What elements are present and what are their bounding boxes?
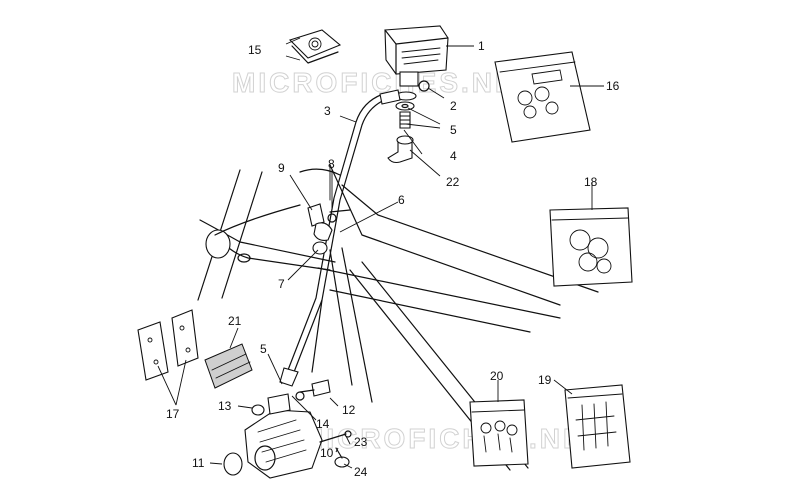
watermark: MICROFICHES.NET MICROFICHES.NET [232, 67, 605, 455]
callouts: 1 2 3 4 5 5 6 7 8 9 10 11 12 13 14 15 16… [166, 39, 620, 479]
callout-1: 1 [478, 39, 485, 53]
part-19-pin-kit-bag [564, 384, 631, 469]
callout-14: 14 [316, 417, 330, 431]
watermark-bottom: MICROFICHES.NET [300, 423, 605, 454]
callout-13: 13 [218, 399, 232, 413]
callout-11: 11 [192, 456, 205, 470]
callout-6: 6 [398, 193, 405, 207]
part-12-bolt [295, 379, 331, 401]
callout-23: 23 [354, 435, 368, 449]
callout-5a: 5 [450, 123, 457, 137]
callout-12: 12 [342, 403, 356, 417]
callout-21: 21 [228, 314, 242, 328]
leader-lines [157, 37, 604, 469]
callout-4: 4 [450, 149, 457, 163]
callout-10: 10 [320, 446, 334, 460]
part-caliper [244, 393, 323, 479]
callout-18: 18 [584, 175, 598, 189]
part-6-9-hose-clamp [307, 167, 351, 255]
callout-24: 24 [354, 465, 368, 479]
part-3-brake-hose [279, 89, 401, 387]
part-21-brake-pad [204, 343, 253, 389]
part-1-master-cylinder [384, 25, 449, 92]
callout-7: 7 [278, 277, 285, 291]
callout-16: 16 [606, 79, 620, 93]
part-22-dust-cap [387, 135, 414, 164]
callout-8: 8 [328, 157, 335, 171]
part-11-plug [223, 452, 243, 476]
callout-17: 17 [166, 407, 180, 421]
part-17-pad-shims [137, 309, 199, 381]
part-20-bolt-kit-bag [469, 399, 529, 467]
callout-22: 22 [446, 175, 460, 189]
callout-19: 19 [538, 373, 552, 387]
part-15-reservoir-cap [288, 29, 342, 64]
part-18-seal-kit-bag [549, 207, 633, 287]
part-16-seal-kit-bag [494, 51, 591, 143]
callout-20: 20 [490, 369, 504, 383]
callout-15: 15 [248, 43, 262, 57]
callout-5b: 5 [260, 342, 267, 356]
watermark-top: MICROFICHES.NET [232, 67, 537, 98]
part-2-5-banjo-washers [395, 91, 417, 129]
callout-9: 9 [278, 161, 285, 175]
callout-2: 2 [450, 99, 457, 113]
callout-3: 3 [324, 104, 331, 118]
